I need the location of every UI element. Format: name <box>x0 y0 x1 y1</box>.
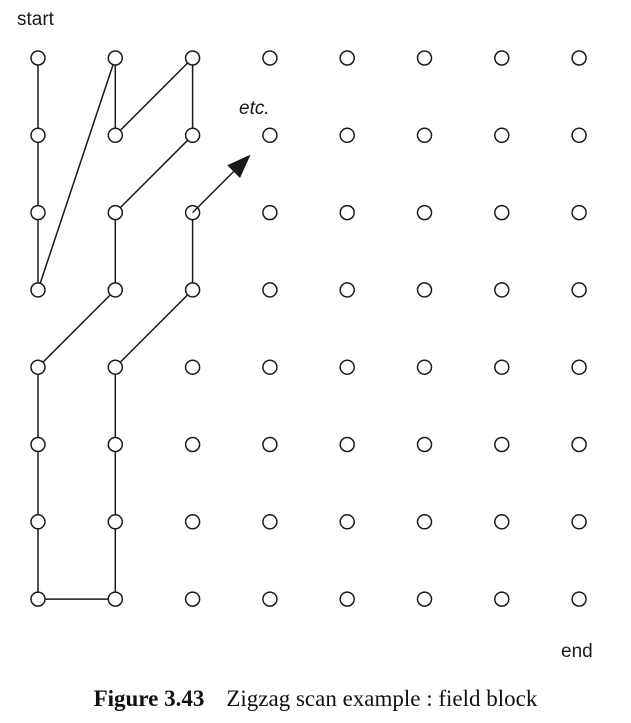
grid-point <box>339 436 355 453</box>
grid-point <box>107 514 124 530</box>
grid-point <box>30 282 46 298</box>
grid-point <box>30 591 46 607</box>
grid-point <box>571 127 587 144</box>
grid-point <box>416 436 433 453</box>
grid-point <box>107 591 124 607</box>
grid-point <box>262 359 278 375</box>
grid-point <box>184 514 201 530</box>
grid-point <box>416 359 433 375</box>
grid-point <box>416 282 433 298</box>
grid-point <box>339 127 355 144</box>
zigzag-scan-diagram: start end etc. <box>17 9 593 662</box>
grid-point <box>494 359 510 375</box>
scan-path-line <box>37 57 194 600</box>
grid-point <box>262 127 278 144</box>
grid-point <box>494 591 510 607</box>
grid-point <box>494 282 510 298</box>
grid-point <box>262 282 278 298</box>
grid-point <box>571 436 587 453</box>
grid-point <box>262 514 278 530</box>
grid-point <box>416 127 433 144</box>
grid-point <box>339 282 355 298</box>
grid-point <box>107 127 124 144</box>
grid-point <box>184 127 201 144</box>
arrow-shaft <box>192 171 235 214</box>
figure-caption: Figure 3.43 Zigzag scan example : field b… <box>0 686 631 712</box>
etc-label: etc. <box>239 98 270 119</box>
grid-point <box>494 436 510 453</box>
coefficient-grid <box>30 50 587 607</box>
grid-point <box>416 204 433 221</box>
grid-point <box>339 50 355 66</box>
grid-point <box>339 359 355 375</box>
grid-point <box>262 204 278 221</box>
grid-point <box>416 50 433 66</box>
grid-point <box>339 591 355 607</box>
grid-point <box>416 591 433 607</box>
grid-point <box>494 50 510 66</box>
grid-point <box>494 514 510 530</box>
grid-point <box>30 204 46 221</box>
grid-point <box>494 127 510 144</box>
grid-point <box>571 591 587 607</box>
grid-point <box>107 359 124 375</box>
grid-point <box>184 50 201 66</box>
grid-point <box>339 514 355 530</box>
grid-point <box>184 591 201 607</box>
grid-point <box>571 282 587 298</box>
grid-point <box>571 204 587 221</box>
figure-number: Figure 3.43 <box>93 686 205 711</box>
start-label: start <box>17 9 55 30</box>
grid-point <box>107 282 124 298</box>
grid-point <box>30 359 46 375</box>
scan-path <box>37 57 194 600</box>
grid-point <box>184 436 201 453</box>
grid-point <box>107 50 124 66</box>
grid-point <box>262 50 278 66</box>
grid-point <box>571 359 587 375</box>
grid-point <box>30 514 46 530</box>
continuation-arrow <box>192 154 251 214</box>
end-label: end <box>561 641 593 662</box>
grid-point <box>494 204 510 221</box>
grid-point <box>107 204 124 221</box>
grid-point <box>30 50 46 66</box>
grid-point <box>571 514 587 530</box>
grid-point <box>184 282 201 298</box>
grid-point <box>30 436 46 453</box>
grid-point <box>184 359 201 375</box>
caption-text: Zigzag scan example : field block <box>226 686 538 711</box>
grid-point <box>262 436 278 453</box>
grid-point <box>416 514 433 530</box>
grid-point <box>262 591 278 607</box>
grid-point <box>107 436 124 453</box>
arrow-head <box>227 154 251 178</box>
grid-point <box>30 127 46 144</box>
grid-point <box>571 50 587 66</box>
grid-point <box>339 204 355 221</box>
